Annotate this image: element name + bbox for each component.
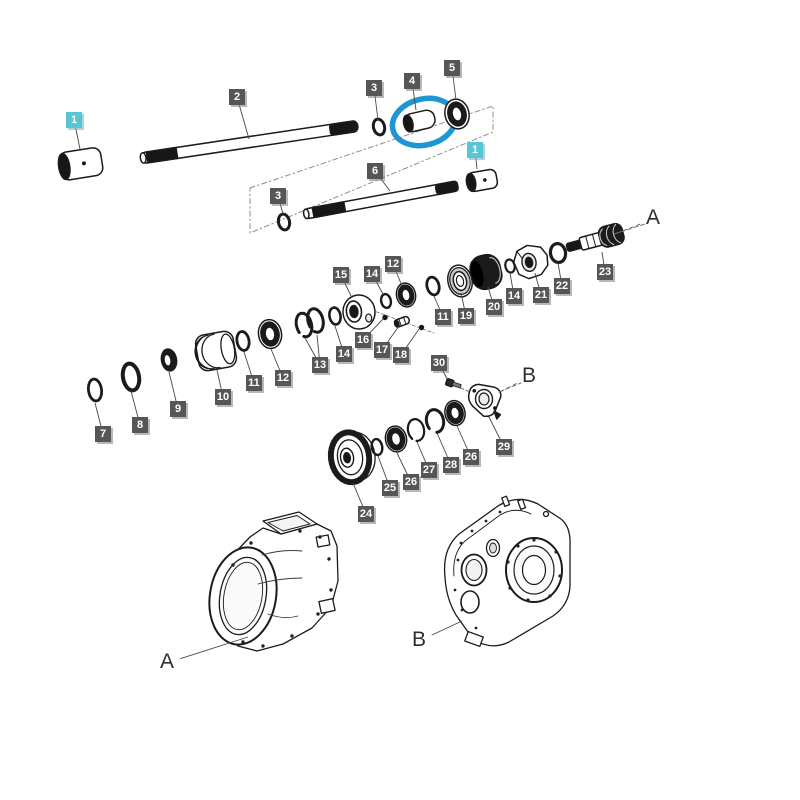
part-label-25: 25 (382, 480, 398, 496)
part-label-23: 23 (597, 264, 613, 280)
part-label-2: 2 (229, 89, 245, 105)
leader-line (180, 636, 249, 660)
part-21-housing (512, 244, 549, 280)
part-24-gear (327, 429, 376, 486)
part-label-13: 13 (312, 357, 328, 373)
part-26-bearing (384, 425, 408, 453)
part-4-bushing (402, 109, 436, 133)
part-label-26: 26 (403, 474, 419, 490)
part-8-seal-ring (120, 361, 142, 393)
part-14-oring-2 (379, 292, 393, 310)
part-label-15: 15 (333, 267, 349, 283)
part-label-14: 14 (336, 346, 352, 362)
part-3-oring (371, 117, 387, 137)
part-label-10: 10 (215, 389, 231, 405)
part-1-bushing-left (57, 147, 104, 181)
part-label-22: 22 (554, 278, 570, 294)
part-label-12: 12 (385, 256, 401, 272)
part-label-5: 5 (444, 60, 460, 76)
part-label-9: 9 (170, 401, 186, 417)
leader-a-top-dash (613, 223, 646, 235)
part-label-14: 14 (364, 266, 380, 282)
part-11-oring (235, 330, 251, 352)
part-16-ball (382, 314, 388, 321)
part-label-18: 18 (393, 347, 409, 363)
part-9-ring (160, 348, 178, 372)
part-label-1: 1 (467, 142, 483, 158)
part-15-housing (342, 294, 376, 330)
leader-line (497, 382, 517, 394)
part-27-ring (406, 418, 426, 442)
part-1-bushing-right (465, 168, 499, 193)
part-label-8: 8 (132, 417, 148, 433)
part-12-bearing-2 (395, 282, 417, 308)
part-13-snap-ring (294, 311, 314, 339)
assembly-letter-B: B (522, 364, 537, 387)
part-25-oring (370, 437, 384, 457)
part-label-12: 12 (275, 370, 291, 386)
part-label-11: 11 (246, 375, 262, 391)
part-11-oring-2 (425, 275, 441, 297)
part-label-17: 17 (374, 342, 390, 358)
part-29-bearing-holder (467, 383, 502, 420)
leader-line (431, 620, 463, 636)
part-label-27: 27 (421, 462, 437, 478)
assembly-letter-A: A (646, 206, 661, 229)
part-13-snap-ring-2 (306, 307, 325, 334)
part-label-16: 16 (355, 332, 371, 348)
part-23-shaft (565, 222, 625, 252)
part-label-29: 29 (496, 439, 512, 455)
dashed-frame (249, 105, 494, 234)
part-30-bolt (444, 378, 462, 389)
part-label-3: 3 (270, 188, 286, 204)
part-label-19: 19 (458, 308, 474, 324)
housing-a (208, 511, 339, 652)
part-label-26: 26 (463, 449, 479, 465)
part-7-oring (86, 377, 104, 403)
part-label-14: 14 (506, 288, 522, 304)
part-18-ball (418, 324, 425, 331)
part-20-coupler (469, 253, 503, 291)
bolt-to-flange-dash (460, 387, 471, 393)
part-label-28: 28 (443, 457, 459, 473)
part-12-bearing (257, 318, 283, 350)
part-14-oring (328, 306, 342, 326)
housing-b (443, 495, 571, 648)
part-label-30: 30 (431, 355, 447, 371)
part-19-washer (447, 264, 473, 298)
part-22-oring (548, 241, 568, 265)
part-label-11: 11 (435, 309, 451, 325)
part-label-20: 20 (486, 299, 502, 315)
part-label-21: 21 (533, 287, 549, 303)
part-17-pin (393, 315, 411, 328)
part-label-6: 6 (367, 163, 383, 179)
assembly-letter-B: B (412, 628, 427, 651)
part-label-4: 4 (404, 73, 420, 89)
part-28-snap-ring (424, 408, 446, 434)
part-label-24: 24 (358, 506, 374, 522)
assembly-letter-A: A (160, 650, 175, 673)
leader-line (614, 223, 641, 235)
part-26-bearing-2 (444, 399, 466, 427)
part-label-1: 1 (66, 112, 82, 128)
part-3-oring-2 (276, 212, 292, 232)
part-10-clutch-drum (194, 330, 238, 372)
part-label-3: 3 (366, 80, 382, 96)
part-6-shaft (302, 180, 459, 220)
part-label-7: 7 (95, 426, 111, 442)
part-5-bearing (444, 98, 470, 130)
